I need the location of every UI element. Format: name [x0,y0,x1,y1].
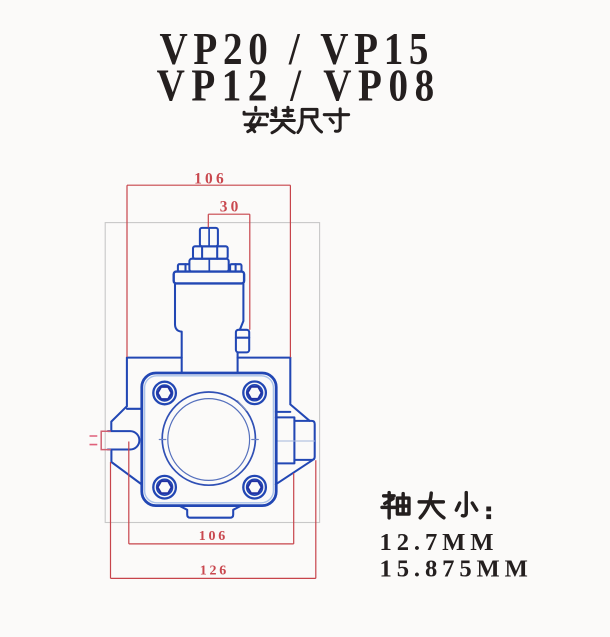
svg-text:106: 106 [194,171,227,188]
svg-text:VP12 / VP08: VP12 / VP08 [157,61,441,112]
svg-text:106: 106 [199,529,228,544]
svg-text:12.7MM: 12.7MM [380,529,499,556]
svg-text:15.875MM: 15.875MM [380,555,533,582]
svg-text:VP20 / VP15: VP20 / VP15 [159,24,434,75]
svg-text:30: 30 [220,198,242,215]
svg-text:126: 126 [200,563,229,578]
